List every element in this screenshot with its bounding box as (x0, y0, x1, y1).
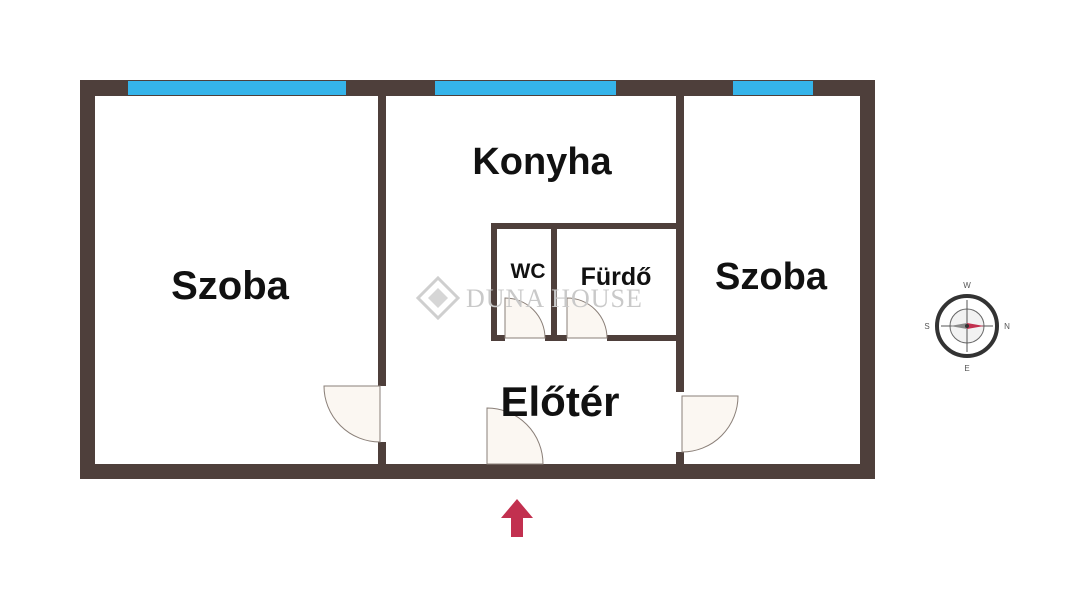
door-bath (566, 297, 608, 339)
room-label-wc: WC (511, 260, 546, 283)
door-entrance (486, 407, 544, 465)
wall-left-room (378, 96, 386, 386)
wall-right-room (676, 96, 684, 392)
wall-right-room-lower (676, 452, 684, 464)
compass-south: S (924, 322, 929, 331)
wall-left-room-lower (378, 442, 386, 464)
interior-walls (378, 96, 684, 464)
room-label-hall: Előtér (500, 378, 619, 425)
compass-icon: N S W E (924, 281, 1010, 373)
right-wall (860, 80, 875, 479)
compass-north: N (1004, 322, 1010, 331)
wall-wcbath-bottom-wc (491, 335, 505, 341)
wall-wcbath-top (491, 223, 684, 229)
room-label-kitchen: Konyha (472, 141, 612, 183)
doors (323, 297, 739, 465)
window-right (733, 81, 813, 95)
watermark-logo-icon (415, 275, 461, 321)
compass-west: W (963, 281, 971, 290)
wall-wcbath-bottom-mid (545, 335, 567, 341)
room-label-left: Szoba (171, 264, 290, 308)
door-right-room (681, 395, 739, 453)
room-label-right: Szoba (715, 256, 828, 298)
door-wc (504, 297, 546, 339)
wall-wcbath-bottom-bath (607, 335, 684, 341)
entrance-arrow-icon (501, 499, 533, 537)
room-label-bath: Fürdő (581, 263, 652, 291)
window-kitchen (435, 81, 616, 95)
bottom-wall (80, 464, 875, 479)
watermark: DUNA HOUSE (415, 275, 643, 321)
left-wall (80, 80, 95, 479)
window-left (128, 81, 346, 95)
watermark-text: DUNA HOUSE (466, 284, 643, 313)
compass-east: E (964, 364, 969, 373)
door-left-room (323, 385, 381, 443)
wall-wcbath-left (491, 223, 497, 341)
wall-wcbath-divider (551, 223, 557, 341)
windows (128, 81, 813, 95)
